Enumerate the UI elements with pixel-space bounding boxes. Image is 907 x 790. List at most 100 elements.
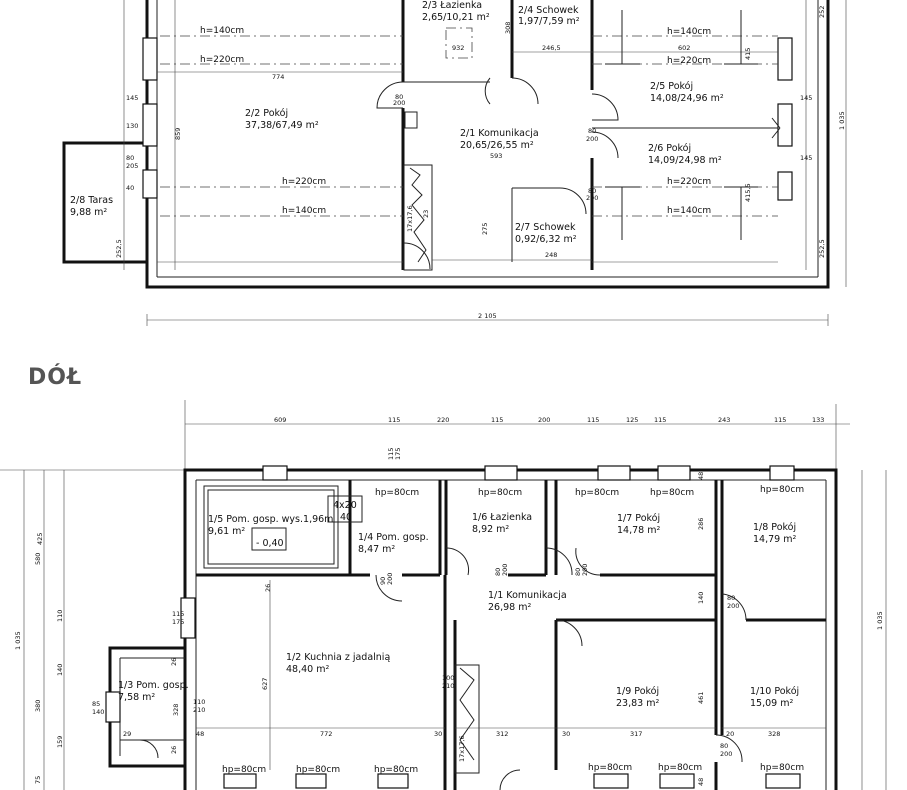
room-level-1-5: - 0,40 [256,538,284,549]
dimension-label: 1 035 [876,611,884,630]
hp-label: hp=80cm [575,488,619,498]
dimension-label: 415 [744,48,752,60]
box-label: 4x20 [333,500,357,511]
room-area-2-6: 14,09/24,98 m² [648,155,722,166]
door-height-label: 200 [727,602,739,610]
window-height-label: 175 [394,448,402,460]
room-area-2-2: 37,38/67,49 m² [245,120,319,131]
dimension-label: 328 [768,730,780,738]
room-area-1-1: 26,98 m² [488,602,531,613]
dimension-label: 602 [678,44,690,52]
door-width-label: 80 [727,594,735,602]
room-area-2-8: 9,88 m² [70,207,107,218]
dimension-label: 130 [126,122,138,130]
lower-floor-plan: 609 115 220 115 200 115 125 115 243 115 … [0,400,887,790]
window-width-label: 80 [126,154,134,162]
dimension-label: 317 [630,730,642,738]
dimension-label: 115 [774,416,786,424]
stairs-label: 17x17,6 [406,205,414,232]
hp-label: hp=80cm [375,488,419,498]
door-width-label: 80 [574,568,582,576]
room-area-1-9: 23,83 m² [616,698,659,709]
box-label: 40 [340,512,352,523]
dimension-label: 627 [261,678,269,690]
dimension-label: 133 [812,416,824,424]
dimension-label: 425 [36,533,44,545]
height-label: h=140cm [200,26,244,36]
dimension-label: 312 [496,730,508,738]
dimension-label: 115 [388,416,400,424]
door-width-label: 80 [720,742,728,750]
dimension-label: 26 [170,746,178,754]
dimension-label: 115 [654,416,666,424]
dimension-label: 580 [34,553,42,565]
dimension-label: 110 [56,610,64,622]
dimension-label: 140 [56,664,64,676]
dimension-label: 252,5 [818,239,826,258]
door-height-label: 200 [586,135,598,143]
dimension-label: 248 [545,251,557,259]
dimension-label: 115 [491,416,503,424]
dimension-label: 140 [697,592,705,604]
height-label: h=220cm [282,177,326,187]
dimension-label: 26 [264,584,272,592]
room-name-2-4: 2/4 Schowek [518,5,579,16]
hp-label: hp=80cm [658,763,702,773]
dimension-label: 246,5 [542,44,561,52]
hp-label: hp=80cm [760,485,804,495]
room-area-1-5: 9,61 m² [208,526,245,537]
dimension-label: 48 [697,472,705,480]
door-height-label: 200 [720,750,732,758]
room-name-1-1: 1/1 Komunikacja [488,590,567,601]
window-width-label: 115 [387,448,395,460]
room-name-2-3: 2/3 Łazienka [422,0,482,11]
dimension-label: 859 [174,128,182,140]
dimension-label: 20 [726,730,734,738]
dimension-label: 593 [490,152,502,160]
room-name-1-2: 1/2 Kuchnia z jadalnią [286,652,390,663]
door-width-label: 100 [442,674,454,682]
door-height-label: 210 [442,682,454,690]
dimension-label: 48 [196,730,204,738]
room-name-1-8: 1/8 Pokój [753,522,796,533]
dimension-label: 308 [504,22,512,34]
height-label: h=220cm [667,177,711,187]
room-name-1-9: 1/9 Pokój [616,686,659,697]
room-name-2-8: 2/8 Taras [70,195,113,206]
door-width-label: 80 [494,568,502,576]
dimension-label: 252,5 [115,239,123,258]
room-name-1-3: 1/3 Pom. gosp. [118,680,189,691]
door-width-label: 110 [193,698,205,706]
door-width-label: 80 [588,127,596,135]
dimension-label: 286 [697,518,705,530]
window-height-label: 145 [800,154,812,162]
window-height-label: 175 [172,618,184,626]
height-label: h=220cm [200,55,244,65]
room-area-2-3: 2,65/10,21 m² [422,12,490,23]
window-width-label: 115 [172,610,184,618]
dimension-label: 1 035 [14,631,22,650]
dimension-label: 328 [172,704,180,716]
room-area-1-3: 7,58 m² [118,692,155,703]
sunken-room-outline [203,485,339,569]
hp-label: hp=80cm [478,488,522,498]
room-name-1-5: 1/5 Pom. gosp. wys.1,96m [208,514,333,525]
hp-label: hp=80cm [296,765,340,775]
dimension-label: 461 [697,692,705,704]
hp-label: hp=80cm [222,765,266,775]
window-height-label: 205 [126,162,138,170]
dimension-label: 275 [481,223,489,235]
hp-label: hp=80cm [650,488,694,498]
door-width-label: 80 [395,93,403,101]
box-4x20 [327,495,363,523]
stairs [454,664,480,774]
door-height-label: 210 [193,706,205,714]
dimension-label: 252 [818,6,826,18]
dimension-label: 200 [538,416,550,424]
terrace-outline [62,141,147,264]
dimension-label: 29 [123,730,131,738]
room-name-1-7: 1/7 Pokój [617,513,660,524]
dimension-label: 75 [34,776,42,784]
door-width-label: 90 [379,577,387,585]
